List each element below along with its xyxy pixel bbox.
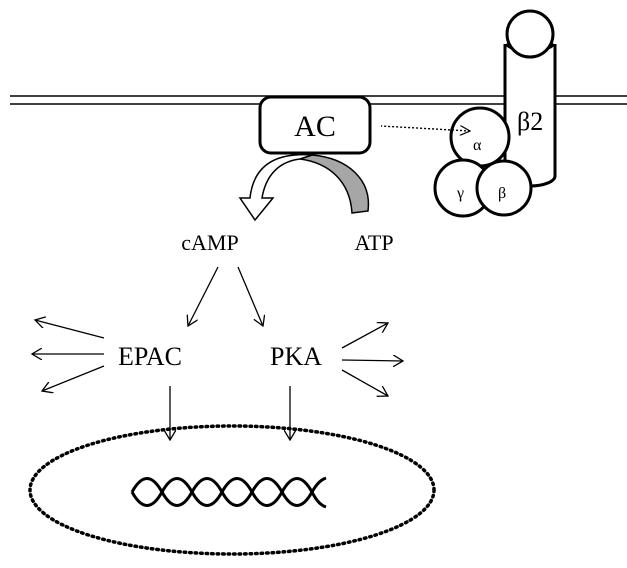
- epac-label: EPAC: [118, 342, 182, 371]
- epac-output-arrows: [32, 320, 105, 391]
- nuclear-arrows: [170, 386, 290, 440]
- dna-helix: [130, 476, 327, 509]
- enzyme-label: AC: [294, 110, 336, 143]
- gamma-label: γ: [456, 185, 464, 202]
- adenylyl-cyclase: AC: [258, 95, 372, 155]
- nucleus: [28, 424, 436, 556]
- product-label: cAMP: [181, 230, 238, 255]
- g-protein: α γ β: [433, 106, 533, 218]
- pka-output-arrows: [341, 323, 403, 396]
- activation-arrow: [380, 125, 470, 131]
- pka-label: PKA: [270, 342, 322, 371]
- camp-effector-arrows: [188, 266, 263, 326]
- conversion-arrow: [238, 153, 370, 222]
- beta-subunit: [475, 159, 533, 217]
- substrate-label: ATP: [354, 230, 393, 255]
- alpha-label: α: [473, 137, 482, 154]
- receptor-label: β2: [517, 107, 543, 136]
- beta-label: β: [498, 185, 506, 202]
- beta2-receptor: β2: [503, 9, 557, 188]
